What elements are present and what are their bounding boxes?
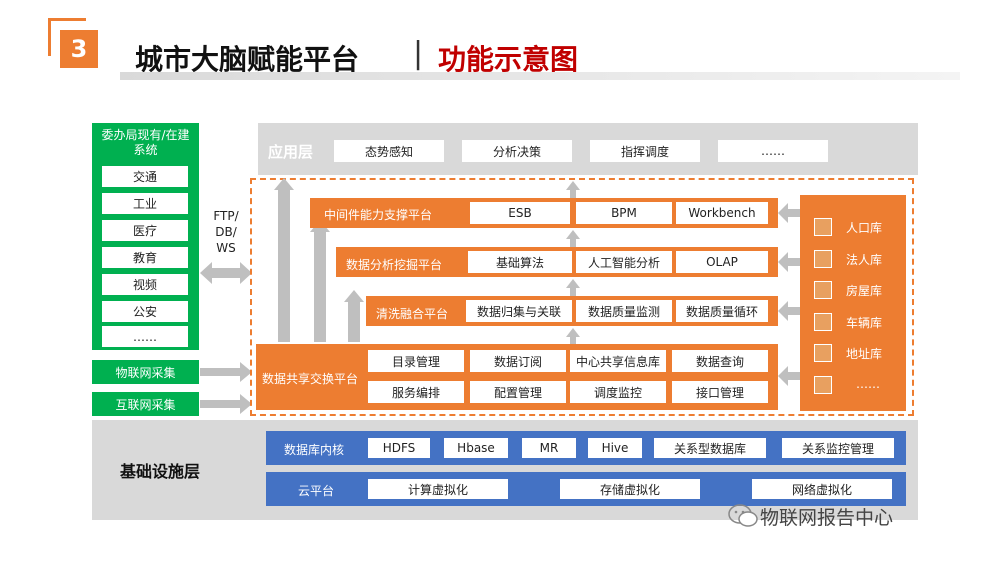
up-arrow-icon	[274, 178, 294, 190]
library-more: ……	[856, 377, 880, 391]
database-icon	[814, 281, 832, 299]
app-more: ……	[718, 140, 828, 162]
application-layer-label: 应用层	[268, 143, 314, 161]
sharing-data-subscription: 数据订阅	[470, 350, 566, 372]
existing-systems-heading: 委办局现有/在建系统	[101, 128, 190, 157]
page-subtitle: 功能示意图	[438, 43, 579, 76]
iot-arrow-icon	[200, 362, 252, 382]
up-arrow-icon	[566, 279, 580, 288]
kernel-hive: Hive	[588, 438, 642, 458]
cleaning-collect-associate: 数据归集与关联	[466, 300, 572, 322]
app-command-dispatch: 指挥调度	[590, 140, 700, 162]
up-arrow-shaft-1	[278, 190, 290, 342]
title-underline	[120, 72, 960, 80]
up-arrow-shaft-2	[314, 232, 326, 342]
middleware-workbench: Workbench	[676, 202, 768, 224]
middleware-esb: ESB	[470, 202, 570, 224]
up-arrow-icon	[566, 328, 580, 337]
middleware-bpm: BPM	[576, 202, 672, 224]
cleaning-quality-monitor: 数据质量监测	[576, 300, 672, 322]
cloud-platform-label: 云平台	[298, 484, 335, 498]
cleaning-label: 清洗融合平台	[376, 307, 449, 321]
title-separator: |	[413, 36, 424, 71]
cloud-compute-virtualization: 计算虚拟化	[368, 479, 508, 499]
sharing-data-query: 数据查询	[672, 350, 768, 372]
library-legal-person: 法人库	[846, 253, 883, 267]
up-arrow-icon	[566, 230, 580, 239]
left-arrow-icon	[778, 366, 802, 386]
wechat-icon	[728, 504, 758, 527]
sharing-central-info-library: 中心共享信息库	[570, 350, 666, 372]
iot-collection: 物联网采集	[92, 360, 199, 384]
left-arrow-icon	[778, 203, 802, 223]
cleaning-quality-loop: 数据质量循环	[676, 300, 768, 322]
mining-ai-analysis: 人工智能分析	[576, 251, 672, 273]
database-icon	[814, 250, 832, 268]
up-arrow-icon	[344, 290, 364, 302]
section-number-frame	[48, 18, 86, 56]
kernel-hdfs: HDFS	[368, 438, 430, 458]
library-vehicle: 车辆库	[846, 316, 883, 330]
library-housing: 房屋库	[846, 284, 883, 298]
library-population: 人口库	[846, 221, 883, 235]
up-arrow-shaft	[570, 238, 576, 247]
system-item-police: 公安	[102, 301, 188, 322]
up-arrow-icon	[566, 181, 580, 190]
up-arrow-shaft	[570, 336, 576, 344]
library-address: 地址库	[846, 347, 883, 361]
app-situation-awareness: 态势感知	[334, 140, 444, 162]
sharing-service-orchestration: 服务编排	[368, 381, 464, 403]
mining-basic-algorithm: 基础算法	[468, 251, 572, 273]
up-arrow-shaft	[570, 189, 576, 198]
cloud-network-virtualization: 网络虚拟化	[752, 479, 892, 499]
mining-olap: OLAP	[676, 251, 768, 273]
left-arrow-icon	[778, 301, 802, 321]
page-title: 城市大脑赋能平台	[135, 43, 360, 76]
system-item-more: ……	[102, 326, 188, 347]
kernel-hbase: Hbase	[444, 438, 508, 458]
database-kernel-label: 数据库内核	[284, 443, 345, 457]
watermark-text: 物联网报告中心	[760, 507, 894, 529]
sharing-schedule-monitor: 调度监控	[570, 381, 666, 403]
sharing-catalog-management: 目录管理	[368, 350, 464, 372]
internet-arrow-icon	[200, 394, 252, 414]
up-arrow-shaft-3	[348, 302, 360, 342]
data-sharing-label: 数据共享交换平台	[262, 372, 359, 386]
sharing-interface-management: 接口管理	[672, 381, 768, 403]
sharing-config-management: 配置管理	[470, 381, 566, 403]
database-icon	[814, 376, 832, 394]
data-platform-container	[250, 178, 914, 416]
kernel-mr: MR	[522, 438, 576, 458]
section-number: 3	[60, 30, 98, 68]
data-mining-label: 数据分析挖掘平台	[346, 258, 443, 272]
system-item-education: 教育	[102, 247, 188, 268]
kernel-relation-monitor: 关系监控管理	[782, 438, 894, 458]
up-arrow-shaft	[570, 287, 576, 296]
internet-collection: 互联网采集	[92, 392, 199, 416]
middleware-label: 中间件能力支撑平台	[324, 208, 433, 222]
kernel-relational-db: 关系型数据库	[654, 438, 766, 458]
transfer-protocol-label: FTP/ DB/ WS	[213, 209, 239, 255]
bidirectional-arrow-icon	[200, 262, 252, 284]
cloud-storage-virtualization: 存储虚拟化	[560, 479, 700, 499]
system-item-industry: 工业	[102, 193, 188, 214]
system-item-video: 视频	[102, 274, 188, 295]
app-analysis-decision: 分析决策	[462, 140, 572, 162]
left-arrow-icon	[778, 252, 802, 272]
system-item-traffic: 交通	[102, 166, 188, 187]
system-item-medical: 医疗	[102, 220, 188, 241]
database-icon	[814, 313, 832, 331]
database-icon	[814, 218, 832, 236]
infrastructure-label: 基础设施层	[120, 462, 201, 481]
database-icon	[814, 344, 832, 362]
